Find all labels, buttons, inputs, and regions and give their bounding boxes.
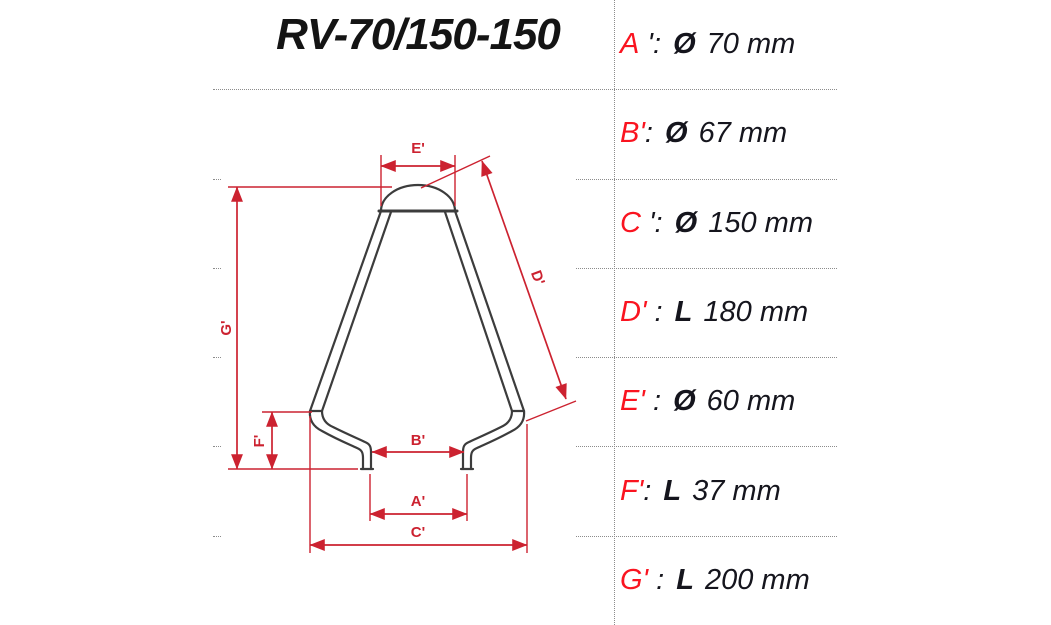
dimension-F: F' xyxy=(251,411,312,470)
spec-label: B' xyxy=(620,117,645,150)
svg-text:D': D' xyxy=(527,268,548,287)
spec-panel: A ': Ø 70 mm B': Ø 67 mm C ': Ø 150 mm D' :… xyxy=(615,0,1051,625)
spec-row-F: F': L 37 mm xyxy=(615,446,1051,535)
spec-value: 70 mm xyxy=(706,28,796,61)
spec-symbol: L xyxy=(674,295,693,328)
spec-label: F' xyxy=(620,474,644,507)
spec-value: 37 mm xyxy=(692,474,781,507)
spec-label: E' xyxy=(620,385,645,418)
spec-symbol: L xyxy=(663,474,682,507)
spec-label: A xyxy=(620,28,640,61)
svg-text:E': E' xyxy=(411,140,425,157)
row-divider xyxy=(213,89,837,90)
svg-text:G': G' xyxy=(218,320,235,335)
spec-separator: : xyxy=(644,385,670,418)
spec-symbol: L xyxy=(676,563,694,596)
dimension-A: A' xyxy=(369,474,468,521)
spec-row-C: C ': Ø 150 mm xyxy=(615,179,1051,268)
spec-separator: ': xyxy=(639,28,670,61)
spec-separator: : xyxy=(646,295,671,328)
spec-separator: ': xyxy=(640,206,671,239)
spec-label: C xyxy=(620,206,641,239)
spec-label: D' xyxy=(620,295,647,328)
spec-symbol: Ø xyxy=(665,117,688,150)
dimension-C: C' xyxy=(309,416,528,553)
spec-symbol: Ø xyxy=(674,206,698,239)
table-vertical-divider xyxy=(614,0,615,625)
dimension-D: D' xyxy=(420,155,577,422)
spec-label: G' xyxy=(620,563,649,596)
spec-row-B: B': Ø 67 mm xyxy=(615,89,1051,178)
spec-row-A: A ': Ø 70 mm xyxy=(615,0,1051,89)
spec-symbol: Ø xyxy=(673,385,696,418)
spec-value: 150 mm xyxy=(708,206,813,239)
dimension-G: G' xyxy=(218,186,392,470)
svg-text:A': A' xyxy=(411,493,425,510)
product-title: RV-70/150-150 xyxy=(276,10,561,59)
svg-text:C': C' xyxy=(411,524,425,541)
spec-value: 200 mm xyxy=(704,563,810,596)
spec-separator: : xyxy=(643,474,660,507)
spec-symbol: Ø xyxy=(673,28,696,61)
dimension-E: E' xyxy=(380,140,456,206)
spec-value: 180 mm xyxy=(703,295,809,328)
spec-value: 60 mm xyxy=(706,385,796,418)
part-outline xyxy=(308,183,526,471)
spec-value: 67 mm xyxy=(698,117,788,150)
dimension-B: B' xyxy=(371,432,465,458)
spec-separator: : xyxy=(648,563,673,596)
technical-drawing: E' D' G' F' B' A' C' xyxy=(218,140,577,553)
spec-row-E: E' : Ø 60 mm xyxy=(615,357,1051,446)
spec-row-G: G' : L 200 mm xyxy=(615,536,1051,625)
spec-row-D: D' : L 180 mm xyxy=(615,268,1051,357)
spec-separator: : xyxy=(644,117,662,150)
